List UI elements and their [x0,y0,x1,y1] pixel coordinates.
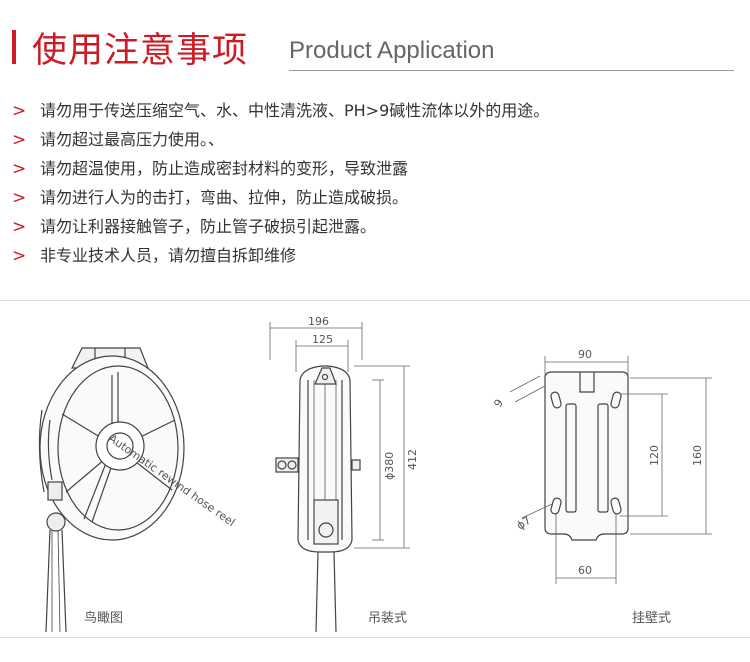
chevron-right-icon: > [12,246,27,266]
note-text: 请勿让利器接触管子，防止管子破损引起泄露。 [40,217,377,236]
note-item: > 请勿超过最高压力使用。、 [12,125,549,154]
title-divider [289,70,734,71]
note-text: 请勿用于传送压缩空气、水、中性清洗液、PH>9碱性流体以外的用途。 [40,101,550,120]
bottom-divider [0,637,750,638]
note-item: > 请勿让利器接触管子，防止管子破损引起泄露。 [12,212,549,241]
dim-inner-height: 120 [648,445,661,466]
dim-width-outer: 196 [308,315,329,328]
note-text: 请勿进行人为的击打，弯曲、拉伸，防止造成破损。 [40,188,409,207]
dim-bottom: 60 [578,564,592,577]
birdseye-drawing [38,347,185,633]
chevron-right-icon: > [12,159,27,179]
dim-height: 412 [406,449,419,470]
notes-list: > 请勿用于传送压缩空气、水、中性清洗液、PH>9碱性流体以外的用途。 > 请勿超过… [12,96,549,270]
chevron-right-icon: > [12,101,27,121]
note-item: > 请勿进行人为的击打，弯曲、拉伸，防止造成破损。 [12,183,549,212]
section-header: 使用注意事项 Product Application [0,0,750,72]
hanging-caption: 吊装式 [368,611,407,626]
note-item: > 非专业技术人员，请勿擅自拆卸维修 [12,241,549,270]
note-item: > 请勿超温使用，防止造成密封材料的变形，导致泄露 [12,154,549,183]
dim-slot: 9 [491,397,506,410]
dim-top: 90 [578,348,592,361]
dim-width-inner: 125 [312,333,333,346]
dim-height-wall: 160 [691,445,704,466]
section-title: 使用注意事项 [32,31,249,71]
hanging-drawing [269,322,410,633]
chevron-right-icon: > [12,217,27,237]
note-item: > 请勿用于传送压缩空气、水、中性清洗液、PH>9碱性流体以外的用途。 [12,96,549,125]
section-divider [0,300,750,301]
dim-hole: ϕ7 [514,514,533,533]
dim-diameter: ϕ380 [383,452,396,480]
chevron-right-icon: > [12,188,27,208]
birdseye-caption: 鸟瞰图 [84,610,123,626]
wall-drawing [509,356,712,584]
chevron-right-icon: > [12,130,27,150]
note-text: 请勿超过最高压力使用。、 [40,130,225,149]
wall-caption: 挂壁式 [632,611,671,626]
accent-bar [12,30,16,64]
section-subtitle: Product Application [289,37,495,64]
note-text: 请勿超温使用，防止造成密封材料的变形，导致泄露 [40,159,409,178]
note-text: 非专业技术人员，请勿擅自拆卸维修 [40,246,297,265]
